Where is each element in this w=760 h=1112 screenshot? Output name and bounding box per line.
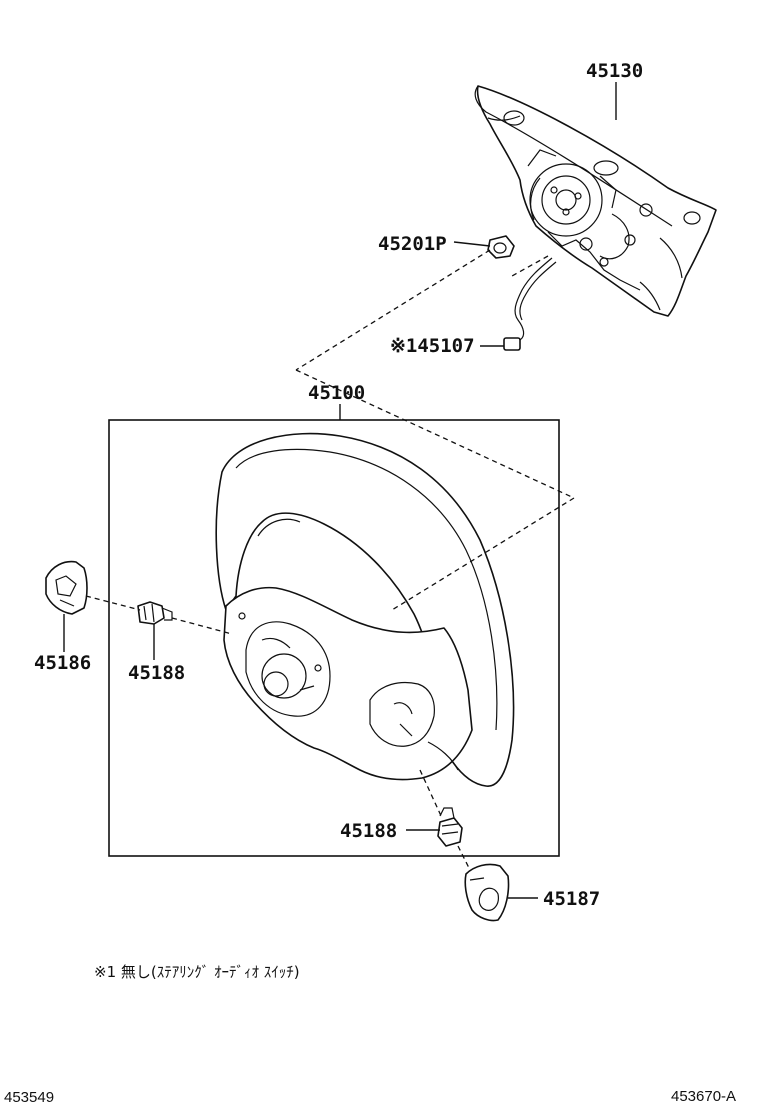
label-45186: 45186: [34, 652, 91, 674]
nut-45201p-drawing: [487, 235, 515, 259]
cover-45186-drawing: [45, 560, 88, 615]
leader-lines: [63, 82, 617, 899]
label-45130: 45130: [586, 60, 643, 82]
label-145107: ※145107: [390, 335, 475, 357]
assembly-frame-45100: [108, 419, 560, 857]
footer-left-code: 453549: [4, 1089, 54, 1106]
screw-45188-bottom-drawing: [437, 807, 463, 847]
footnote: ※1 無し(ｽﾃｱﾘﾝｸﾞ ｵｰﾃﾞｨｵ ｽｲｯﾁ): [94, 963, 300, 981]
footer-right-code: 453670-A: [671, 1088, 736, 1105]
label-45188-bottom: 45188: [340, 820, 397, 842]
wire-harness-drawing: [503, 257, 557, 351]
steering-wheel-drawing: [215, 432, 515, 787]
label-45100: 45100: [308, 382, 365, 404]
cover-45187-drawing: [464, 863, 510, 922]
label-45187: 45187: [543, 888, 600, 910]
screw-45188-left-drawing: [137, 601, 173, 625]
label-45201p: 45201P: [378, 233, 447, 255]
dashed-guide-lines: [85, 249, 575, 871]
airbag-module-drawing: [474, 85, 717, 317]
label-45188-left: 45188: [128, 662, 185, 684]
